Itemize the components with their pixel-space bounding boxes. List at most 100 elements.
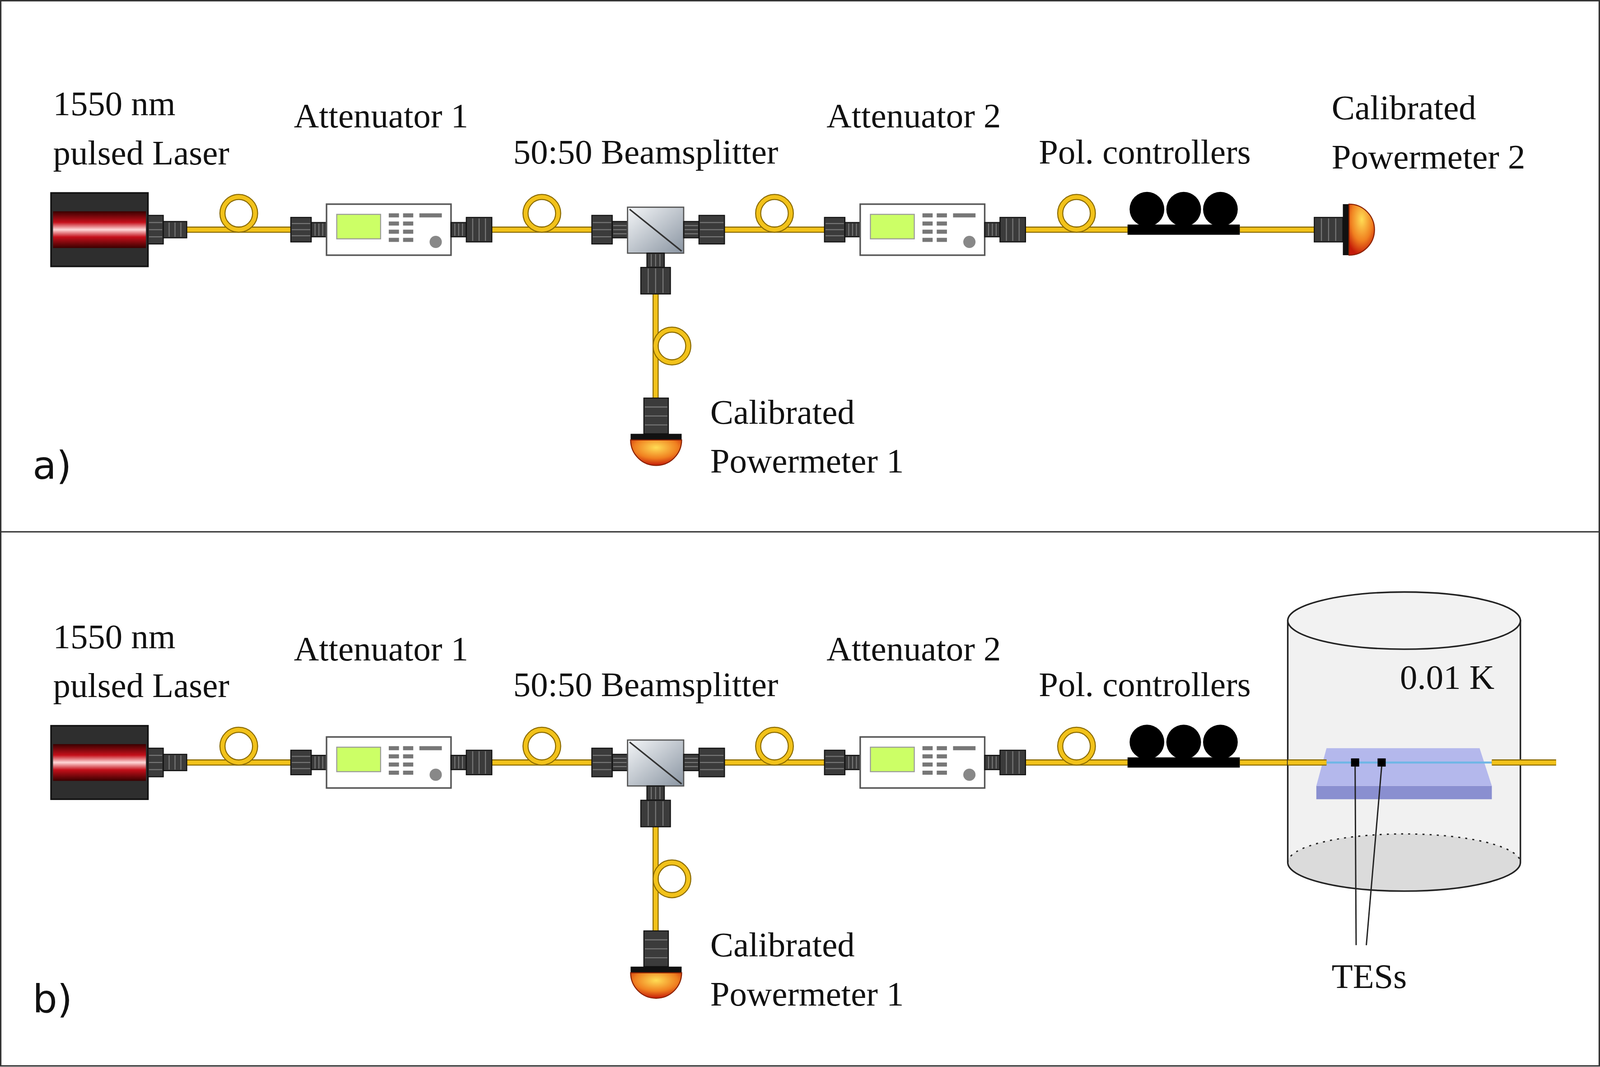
- component-icon: [1287, 592, 1521, 888]
- shape-part: [149, 769, 163, 770]
- cryostat-lid: [1287, 592, 1521, 650]
- fiber-connector: [640, 799, 671, 827]
- shape-part: [1060, 196, 1093, 230]
- shape-part: [592, 769, 612, 770]
- laser-body: [51, 192, 149, 267]
- shape-part: [952, 746, 976, 751]
- shape-part: [936, 770, 947, 775]
- shape-part: [592, 228, 612, 230]
- shape-part: [644, 424, 668, 425]
- shape-part: [458, 755, 460, 769]
- shape-part: [855, 223, 857, 236]
- shape-part: [592, 236, 612, 238]
- fiber-cable: [186, 729, 291, 763]
- shape-part: [478, 218, 480, 242]
- shape-part: [995, 223, 997, 236]
- shape-part: [758, 196, 791, 230]
- leader-line: [1355, 766, 1357, 945]
- shape-part: [699, 221, 724, 223]
- shape-part: [180, 222, 182, 238]
- polarization-paddle: [1166, 191, 1202, 227]
- component: Pol. controllers: [1127, 191, 1241, 239]
- shape-part: [1239, 227, 1315, 232]
- component: Attenuator 2: [824, 734, 1026, 790]
- fiber-cable: [724, 196, 825, 230]
- shape-part: [454, 755, 456, 769]
- shape-part: [472, 218, 474, 242]
- fiber-connector: [148, 747, 164, 777]
- attenuator-box: [860, 736, 985, 788]
- shape-part: [825, 223, 845, 224]
- shape-part: [659, 786, 661, 799]
- shape-part: [684, 765, 698, 767]
- shape-part: [291, 223, 311, 224]
- fiber-connector: [844, 755, 861, 770]
- shape-part: [525, 196, 559, 230]
- shape-part: [644, 956, 668, 958]
- fiber-connector: [311, 755, 327, 770]
- shape-part: [613, 757, 627, 759]
- shape-part: [613, 228, 627, 230]
- component-label: Attenuator 2: [826, 91, 1001, 141]
- shape-part: [1320, 218, 1322, 242]
- fiber-connector: [612, 221, 628, 238]
- panel-divider: [0, 531, 1600, 533]
- shape-part: [825, 228, 845, 230]
- component-label: 50:50 Beamsplitter: [513, 127, 779, 177]
- shape-part: [758, 729, 791, 763]
- shape-part: [1335, 218, 1337, 242]
- cryostat-body: [1287, 620, 1521, 891]
- shape-part: [699, 754, 724, 756]
- shape-part: [644, 947, 668, 949]
- powermeter-dome: [1348, 204, 1375, 256]
- component: Calibrated Powermeter 1: [629, 397, 682, 475]
- fiber-connector: [451, 755, 467, 770]
- shape-part: [403, 213, 414, 218]
- shape-part: [485, 751, 486, 774]
- paddle-base: [1127, 757, 1241, 768]
- shape-part: [647, 801, 649, 826]
- fiber-connector: [163, 754, 187, 771]
- fiber-cable: [1025, 196, 1128, 230]
- shape-part: [936, 213, 947, 218]
- fiber-connector: [148, 215, 164, 244]
- shape-part: [655, 268, 657, 293]
- shape-part: [991, 755, 993, 769]
- shape-part: [419, 213, 443, 218]
- shape-part: [222, 729, 256, 763]
- shape-part: [1239, 226, 1315, 234]
- shape-part: [149, 754, 163, 756]
- shape-part: [952, 213, 976, 218]
- laser-body: [51, 725, 149, 800]
- shape-part: [174, 755, 176, 770]
- shape-part: [922, 754, 933, 759]
- component-label: TESs: [1331, 951, 1408, 1001]
- component-label: Attenuator 1: [293, 91, 469, 141]
- shape-part: [988, 223, 989, 236]
- shape-part: [314, 755, 316, 769]
- shape-part: [662, 268, 664, 293]
- fiber-connector: [647, 252, 665, 268]
- fiber-cable: [724, 729, 825, 763]
- shape-part: [852, 755, 854, 769]
- fiber-cable: [1025, 729, 1128, 763]
- shape-part: [321, 223, 323, 236]
- shape-part: [1018, 218, 1020, 242]
- shape-part: [403, 237, 414, 242]
- component: 50:50 Beamsplitter: [592, 739, 725, 827]
- fiber-cable: [186, 196, 291, 230]
- shape-part: [684, 761, 698, 763]
- shape-part: [321, 755, 323, 769]
- shape-part: [684, 228, 698, 230]
- polarization-paddle: [1166, 724, 1202, 760]
- component-icon: [290, 734, 492, 790]
- beamsplitter-cube: [627, 739, 684, 786]
- component-label: Calibrated Powermeter 1: [710, 920, 946, 1019]
- shape-part: [922, 237, 933, 242]
- fiber-cable: [655, 293, 689, 398]
- shape-part: [318, 755, 320, 769]
- shape-part: [684, 757, 698, 759]
- tes-detector: [1377, 758, 1386, 767]
- tes-detector: [1351, 758, 1360, 767]
